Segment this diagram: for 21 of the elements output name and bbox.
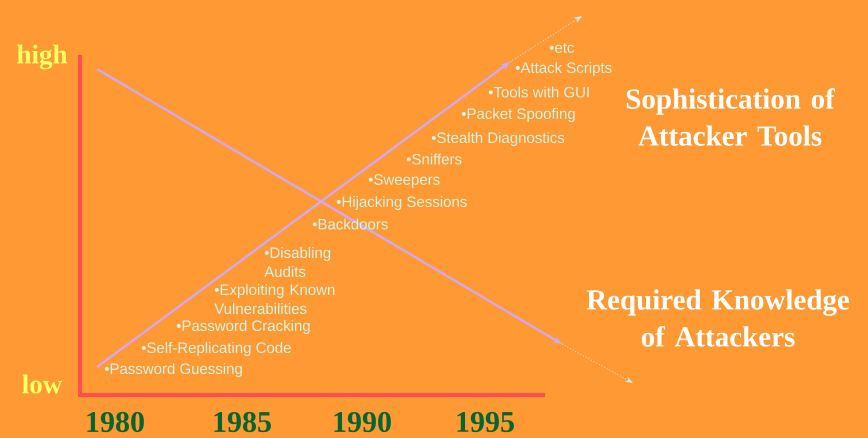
- year-label: 1980: [87, 412, 144, 432]
- tool-label: •Sniffers: [406, 153, 462, 164]
- year-label: 1990: [334, 412, 391, 432]
- trend-title: Sophistication of Attacker Tools: [626, 88, 835, 146]
- tool-label: •Sweepers: [368, 174, 440, 188]
- tool-label: •Exploiting Known Vulnerabilities: [214, 284, 334, 314]
- tool-label: •etc: [550, 43, 574, 53]
- tool-label: •Disabling Audits: [264, 246, 330, 277]
- year-label: 1985: [214, 412, 271, 432]
- axis-level-label: low: [22, 374, 62, 394]
- tool-label: •Password Guessing: [104, 363, 242, 377]
- axis-level-label: high: [17, 44, 68, 70]
- tool-label: •Tools with GUI: [488, 86, 589, 98]
- tool-label: •Attack Scripts: [516, 62, 612, 76]
- tool-label: •Password Cracking: [176, 320, 310, 334]
- trend-title: Required Knowledge of Attackers: [586, 289, 850, 347]
- tool-label: •Hijacking Sessions: [336, 196, 467, 210]
- tool-label: •Stealth Diagnostics: [432, 132, 564, 146]
- year-label: 1995: [457, 412, 514, 432]
- tool-label: •Packet Spoofing: [462, 108, 575, 122]
- tool-label: •Self-Replicating Code: [142, 342, 291, 356]
